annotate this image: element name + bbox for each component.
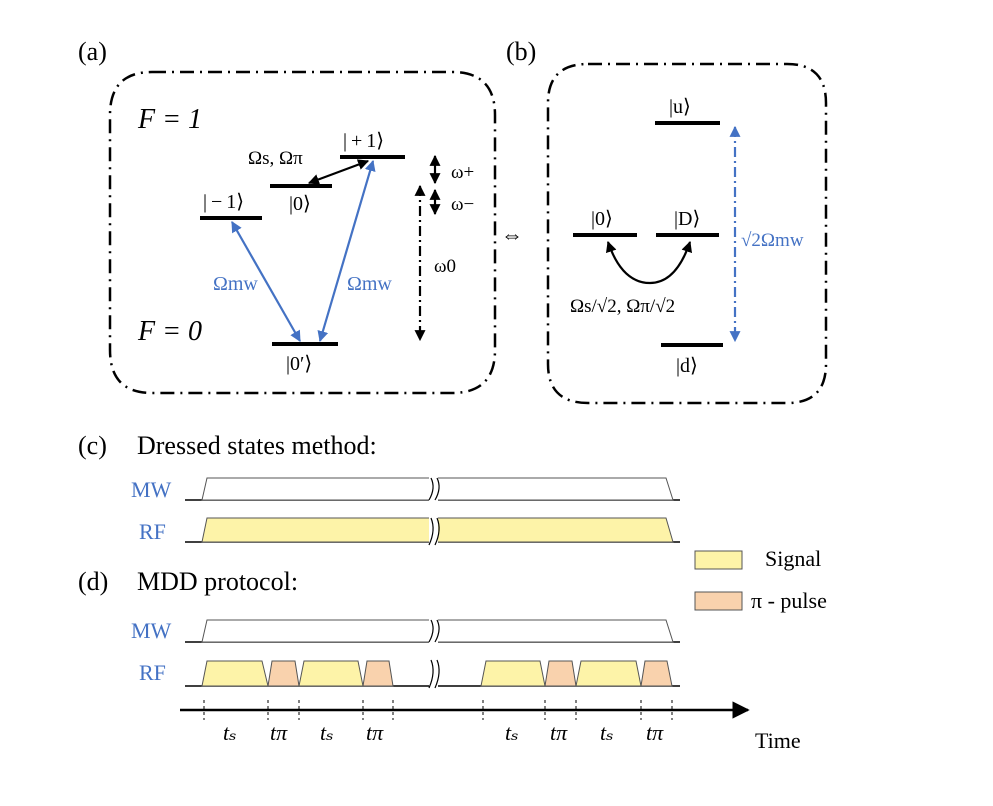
mw-arrow-left <box>231 221 301 342</box>
tick-label-tpi: tπ <box>646 720 664 745</box>
panel-d-rf-label: RF <box>139 660 166 685</box>
panel-b-label: (b) <box>506 37 536 66</box>
tick-label-ts: tₛ <box>505 720 519 745</box>
panel-d-title: MDD protocol: <box>137 567 298 596</box>
ket-0prime: |0′⟩ <box>286 353 312 375</box>
tick-label-tpi: tπ <box>550 720 568 745</box>
ket-b0: |0⟩ <box>591 208 613 230</box>
ket-plus1: | + 1⟩ <box>343 130 384 152</box>
f1-label: F = 1 <box>137 104 202 135</box>
panel-a: (a) F = 1 F = 0 | − 1⟩ |0⟩ | + 1⟩ |0′⟩ Ω… <box>78 37 497 395</box>
rf-signal-pulse <box>298 660 364 687</box>
tick-label-ts: tₛ <box>223 720 237 745</box>
legend-signal-label: Signal <box>765 546 821 571</box>
panel-d-mw-label: MW <box>131 618 172 643</box>
rf-pi-pulse <box>544 660 577 687</box>
dressed-coupling-label: Ωs/√2, Ωπ/√2 <box>570 296 675 317</box>
panel-c: (c) Dressed states method: MW RF <box>78 431 680 548</box>
rf-coupling-arrow <box>307 159 370 185</box>
panel-c-title: Dressed states method: <box>137 431 377 460</box>
ket-u: |u⟩ <box>669 96 691 118</box>
time-axis-label: Time <box>755 728 801 753</box>
tick-label-ts: tₛ <box>600 720 614 745</box>
panel-c-mw-label: MW <box>131 477 172 502</box>
rf-signal-pulse <box>575 660 642 687</box>
omega-plus-label: ω+ <box>451 162 474 183</box>
panel-a-label: (a) <box>78 37 107 66</box>
omega-mw-right-label: Ωmw <box>347 273 392 295</box>
legend: Signal π - pulse <box>694 546 827 613</box>
axis-break-mark-c <box>428 470 440 548</box>
f0-label: F = 0 <box>137 316 202 347</box>
equivalence-symbol: ⇔ <box>501 222 523 247</box>
panel-a-frame <box>108 70 497 395</box>
rf-pi-pulse <box>267 660 300 687</box>
dressed-coupling-arrow <box>605 240 693 285</box>
omega-minus-label: ω− <box>451 194 474 215</box>
panel-c-label: (c) <box>78 431 107 460</box>
time-axis: tₛ tπ tₛ tπ tₛ tπ tₛ tπ Time <box>180 700 801 753</box>
ket-D: |D⟩ <box>674 208 700 230</box>
rf-pi-pulse <box>362 660 394 687</box>
tick-label-ts: tₛ <box>320 720 334 745</box>
legend-pi-label: π - pulse <box>751 588 827 613</box>
omega-s-pi-label: Ωs, Ωπ <box>248 148 303 169</box>
ket-d: |d⟩ <box>676 355 698 377</box>
panel-d: (d) MDD protocol: MW RF <box>78 567 680 692</box>
panel-b-frame <box>546 62 828 405</box>
panel-b: (b) |u⟩ |0⟩ |D⟩ |d⟩ Ωs/√2, Ωπ/√2 √2Ωmw <box>506 37 828 405</box>
tick-label-tpi: tπ <box>270 720 288 745</box>
omega-mw-left-label: Ωmw <box>213 273 258 295</box>
legend-pi-swatch <box>694 591 743 611</box>
rf-signal-pulse <box>201 660 269 687</box>
legend-signal-swatch <box>694 550 743 570</box>
axis-break-mark-d <box>428 612 440 692</box>
rf-signal-pulse <box>480 660 546 687</box>
mw-arrow-right <box>317 159 376 343</box>
omega-0-label: ω0 <box>434 256 456 277</box>
tick-label-tpi: tπ <box>366 720 384 745</box>
rf-pi-pulse <box>640 660 673 687</box>
ket-minus1: | − 1⟩ <box>203 191 244 213</box>
panel-d-label: (d) <box>78 567 108 596</box>
mw-dressed-label: √2Ωmw <box>741 230 804 251</box>
ket-0: |0⟩ <box>289 193 311 215</box>
panel-c-rf-label: RF <box>139 519 166 544</box>
